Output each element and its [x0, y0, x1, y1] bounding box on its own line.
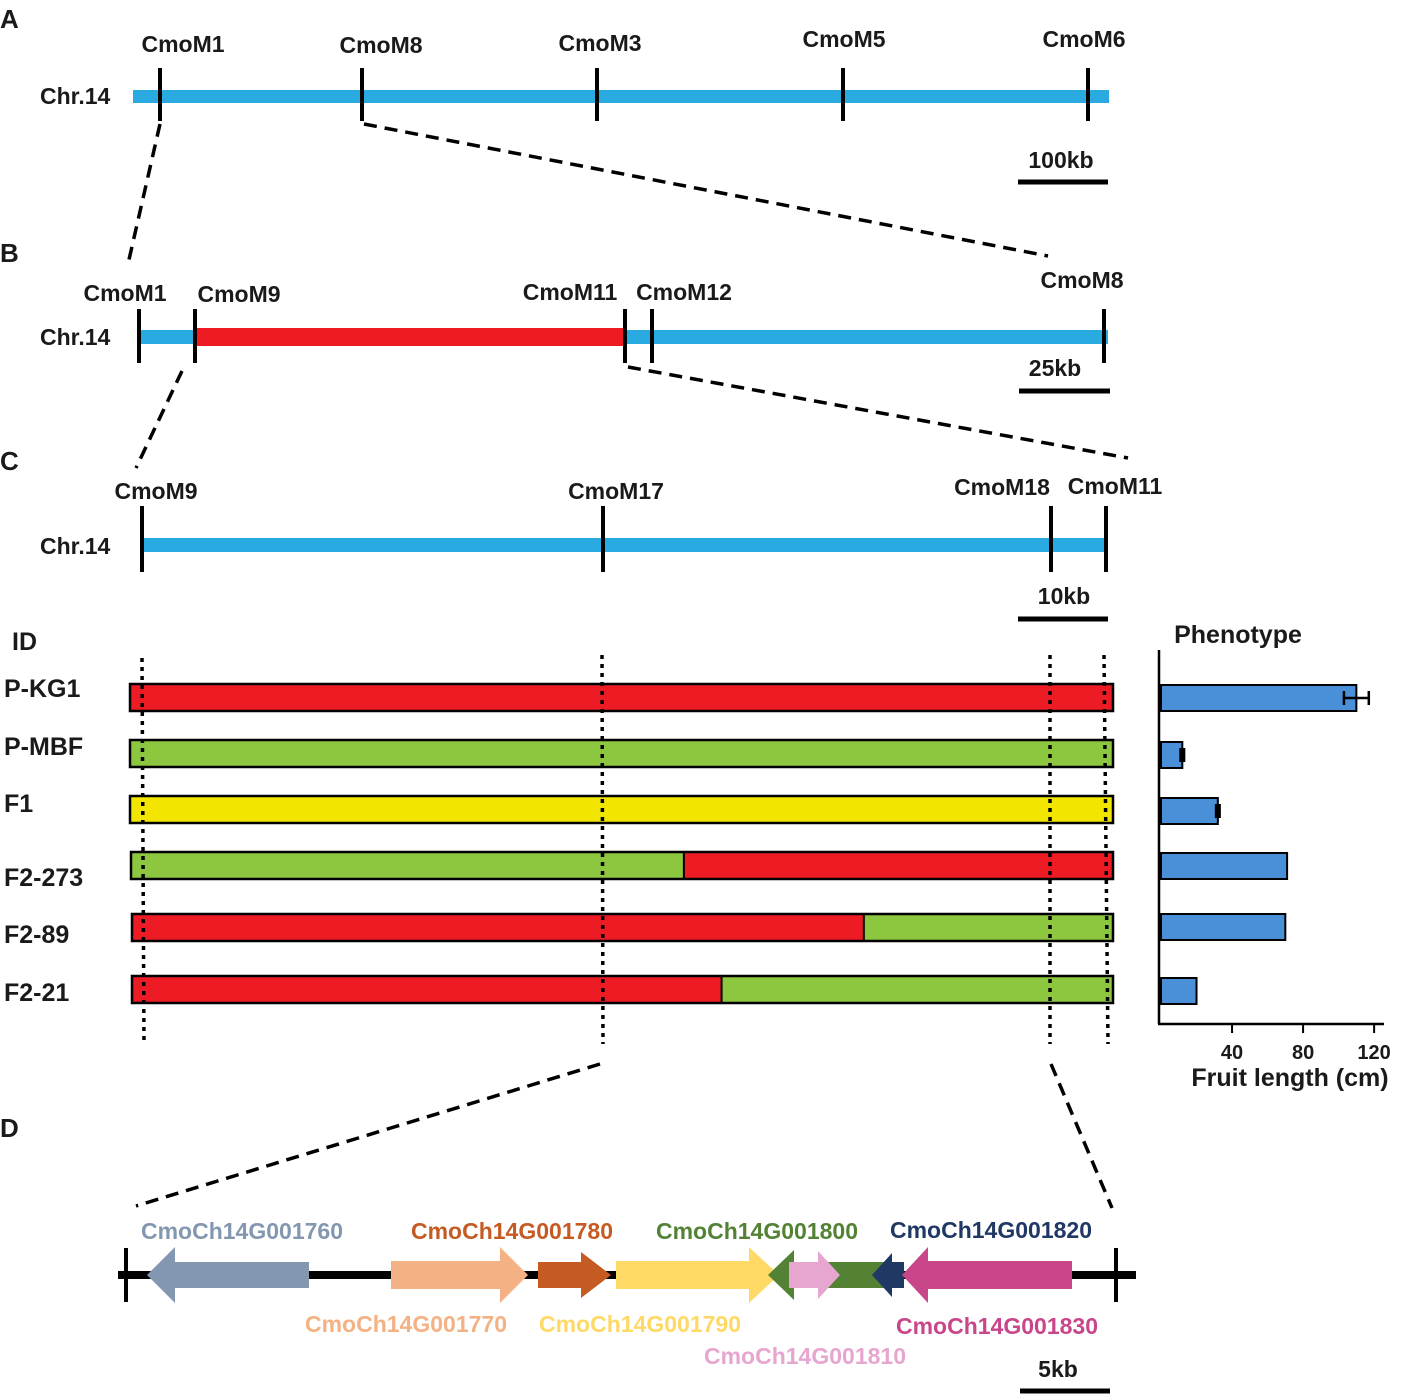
gene-arrow-cmoch14g001760	[147, 1247, 309, 1303]
bar-f1	[1160, 797, 1219, 825]
genotype-segment-f2-273-1	[683, 852, 1113, 879]
phenotype-chart: Phenotype 40 80 120 Fruit length (cm)	[1157, 621, 1391, 1092]
marker-label-c-cmom18: CmoM18	[954, 474, 1050, 500]
marker-label-a-cmom3: CmoM3	[558, 30, 641, 56]
bar-p-kg1	[1160, 684, 1358, 712]
gene-label-cmoch14g001770: CmoCh14G001770	[305, 1311, 507, 1337]
genotype-segment-f1-0	[130, 796, 1113, 823]
gene-arrow-cmoch14g001830	[902, 1247, 1072, 1303]
marker-label-a-cmom8: CmoM8	[339, 32, 422, 58]
chart-title: Phenotype	[1174, 621, 1302, 649]
marker-label-a-cmom6: CmoM6	[1042, 26, 1125, 52]
genotype-bar-outline-f2-89	[130, 912, 1115, 943]
gene-label-cmoch14g001810: CmoCh14G001810	[704, 1343, 906, 1369]
panel-label-c: C	[0, 446, 19, 476]
genotype-id-p-kg1: P-KG1	[4, 675, 81, 703]
marker-label-c-cmom11: CmoM11	[1068, 473, 1163, 499]
genotype-segment-f2-273-0	[131, 852, 684, 879]
x-tick-label-80: 80	[1292, 1042, 1314, 1064]
zoom-line-bc-right	[627, 365, 1129, 460]
bar-f2-89	[1160, 913, 1287, 941]
scale-label-c: 10kb	[1038, 583, 1090, 609]
zoom-line-ab-left	[126, 123, 162, 265]
gene-label-cmoch14g001820: CmoCh14G001820	[890, 1217, 1092, 1243]
gene-label-cmoch14g001780: CmoCh14G001780	[411, 1218, 613, 1244]
gene-arrow-cmoch14g001780	[538, 1252, 611, 1298]
genotype-segment-p-mbf-0	[130, 740, 1113, 767]
bar-f2-273	[1160, 852, 1289, 880]
genotype-segment-f2-21-1	[721, 976, 1113, 1003]
genotype-bar-outline-f2-21	[130, 974, 1115, 1005]
gene-label-cmoch14g001790: CmoCh14G001790	[539, 1311, 741, 1337]
markers-a: CmoM1 CmoM8 CmoM3 CmoM5 CmoM6	[141, 26, 1126, 121]
zoom-line-ab-right	[363, 122, 1049, 258]
panel-label-d: D	[0, 1113, 19, 1143]
panel-label-a: A	[0, 4, 19, 34]
marker-label-b-cmom9: CmoM9	[197, 281, 280, 307]
scale-label-b: 25kb	[1029, 355, 1081, 381]
chart-x-axis-label: Fruit length (cm)	[1191, 1064, 1388, 1092]
zoom-line-bc-left	[134, 370, 184, 469]
marker-label-b-cmom8: CmoM8	[1040, 267, 1123, 293]
chromosome-label-a: Chr.14	[40, 83, 111, 109]
gene-label-cmoch14g001760: CmoCh14G001760	[141, 1218, 343, 1244]
genotype-id-f2-273: F2-273	[4, 864, 83, 892]
marker-label-b-cmom1: CmoM1	[83, 280, 166, 306]
chromosome-bar-a	[133, 90, 1109, 103]
x-tick-label-120: 120	[1357, 1042, 1390, 1064]
genotype-segment-p-kg1-0	[130, 684, 1113, 711]
genotype-segment-f2-89-0	[132, 914, 864, 941]
genotype-bar-outline-f2-273	[129, 850, 1115, 881]
zoom-line-cd-left	[135, 1062, 601, 1208]
marker-label-c-cmom9: CmoM9	[114, 478, 197, 504]
bar-f2-21	[1160, 977, 1198, 1005]
genotype-bar-outline-p-kg1	[128, 682, 1115, 713]
genotype-id-f2-21: F2-21	[4, 979, 69, 1007]
genotype-bar-outline-f1	[128, 794, 1115, 825]
gene-arrow-cmoch14g001810	[789, 1251, 840, 1299]
chart-x-ticks: 40 80 120	[1221, 1024, 1391, 1064]
marker-label-a-cmom1: CmoM1	[141, 31, 224, 57]
chart-bars	[1160, 684, 1371, 1005]
guide-line-cmom11	[1102, 654, 1110, 1045]
panel-label-b: B	[0, 238, 19, 268]
genotype-segment-f2-21-0	[132, 976, 722, 1003]
markers-c: CmoM9 CmoM17 CmoM18 CmoM11	[114, 473, 1162, 572]
genotype-segment-f2-89-1	[863, 914, 1113, 941]
zoom-line-cd-right	[1049, 1063, 1114, 1209]
x-tick-label-40: 40	[1221, 1042, 1243, 1064]
guide-line-cmom17	[600, 654, 605, 1045]
gene-arrow-cmoch14g001790	[616, 1247, 779, 1303]
marker-guide-lines	[140, 654, 1110, 1045]
scale-label-d: 5kb	[1038, 1356, 1078, 1382]
genotype-id-p-mbf: P-MBF	[4, 733, 83, 761]
genotype-id-f2-89: F2-89	[4, 921, 69, 949]
genotype-id-f1: F1	[4, 790, 33, 818]
chromosome-label-c: Chr.14	[40, 533, 111, 559]
bar-p-mbf	[1160, 741, 1184, 769]
gene-label-cmoch14g001800: CmoCh14G001800	[656, 1218, 858, 1244]
marker-label-b-cmom11: CmoM11	[523, 279, 618, 305]
guide-line-cmom9	[140, 657, 146, 1045]
chromosome-label-b: Chr.14	[40, 324, 111, 350]
chromosome-bar-c	[142, 538, 1108, 552]
markers-b: CmoM1 CmoM9 CmoM11 CmoM12 CmoM8	[83, 267, 1124, 363]
gene-arrow-cmoch14g001820	[872, 1253, 904, 1297]
marker-label-b-cmom12: CmoM12	[636, 279, 732, 305]
id-column-header: ID	[12, 628, 37, 656]
marker-label-c-cmom17: CmoM17	[568, 478, 664, 504]
genotype-bar-outline-p-mbf	[128, 738, 1115, 769]
marker-label-a-cmom5: CmoM5	[802, 26, 885, 52]
candidate-interval-b	[196, 328, 625, 346]
gene-arrow-cmoch14g001770	[391, 1247, 528, 1303]
gene-label-cmoch14g001830: CmoCh14G001830	[896, 1313, 1098, 1339]
scale-label-a: 100kb	[1028, 147, 1093, 173]
